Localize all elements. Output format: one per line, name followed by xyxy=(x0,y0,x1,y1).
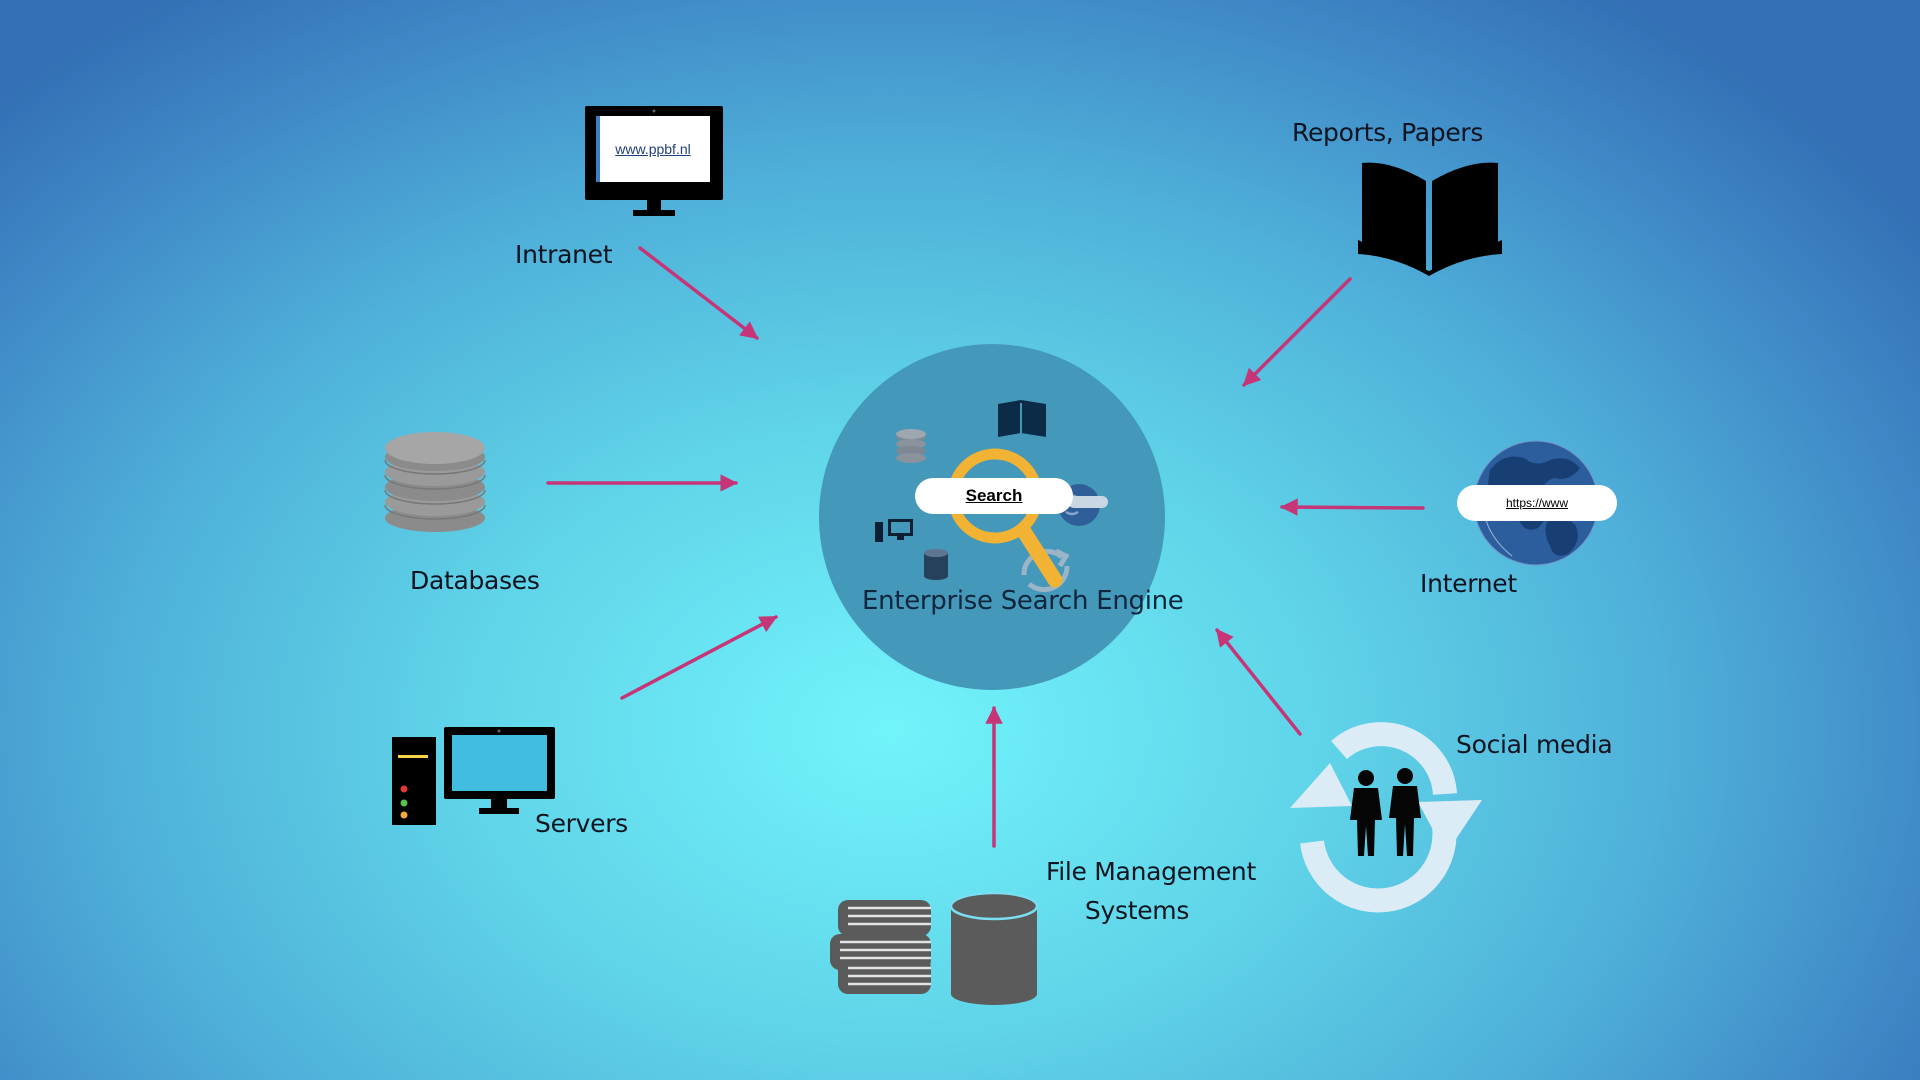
hub-computer-icon xyxy=(875,519,913,542)
reports-label: Reports, Papers xyxy=(1292,118,1484,147)
file-management-label: File Management Systems xyxy=(1046,852,1256,930)
hub-database-icon xyxy=(896,429,926,463)
arrow-internet xyxy=(1280,498,1425,516)
edge-arrows xyxy=(546,246,1425,848)
hub-book-icon xyxy=(998,400,1046,441)
open-book-icon xyxy=(1358,162,1502,276)
arrow-servers xyxy=(620,615,778,700)
server-computer-icon xyxy=(392,727,555,825)
arrow-reports xyxy=(1242,277,1352,387)
search-engine-hub xyxy=(819,344,1165,690)
file-management-label-line1: File Management xyxy=(1046,857,1256,886)
intranet-screen-text: www.ppbf.nl xyxy=(615,141,691,157)
arrow-intranet xyxy=(638,246,759,340)
internet-url-bar: https://www xyxy=(1457,485,1617,521)
monitor-icon xyxy=(585,106,723,216)
social-media-label: Social media xyxy=(1456,730,1613,759)
books-cylinder-icon xyxy=(830,891,1039,1005)
servers-label: Servers xyxy=(535,809,628,838)
search-bar-tail xyxy=(1068,496,1108,508)
file-management-label-line2: Systems xyxy=(1084,896,1190,925)
intranet-label: Intranet xyxy=(515,240,613,269)
search-button[interactable]: Search xyxy=(915,478,1073,514)
database-stack-icon xyxy=(384,432,486,532)
people-cycle-icon xyxy=(1290,722,1482,913)
internet-label: Internet xyxy=(1420,569,1517,598)
arrow-social xyxy=(1215,628,1302,736)
hub-label: Enterprise Search Engine xyxy=(862,586,1184,616)
databases-label: Databases xyxy=(410,566,540,595)
hub-cylinder-icon xyxy=(924,549,948,580)
